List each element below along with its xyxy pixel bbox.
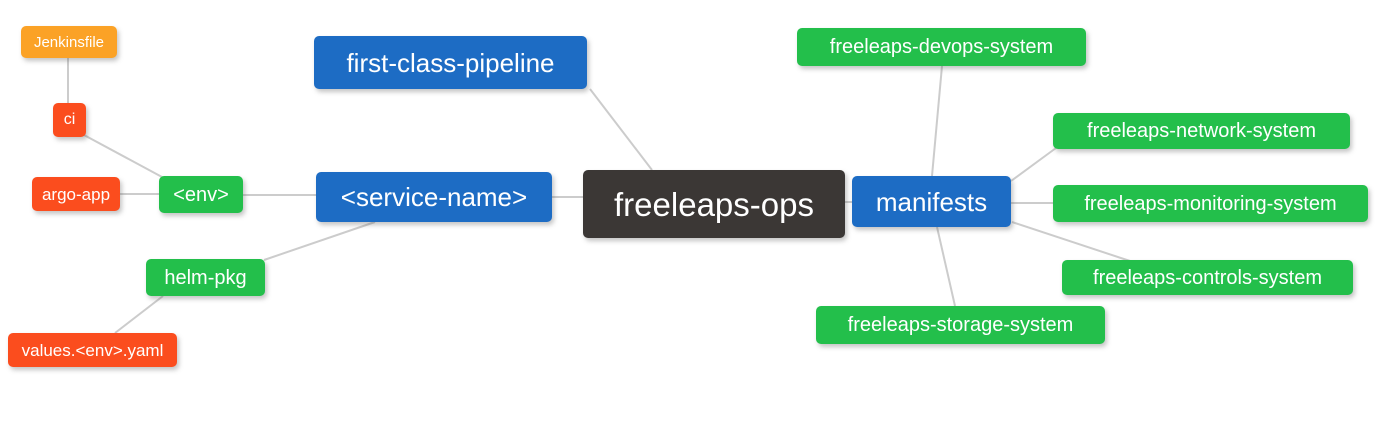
node-freeleaps-network-system[interactable]: freeleaps-network-system bbox=[1053, 113, 1350, 149]
node-freeleaps-storage-system[interactable]: freeleaps-storage-system bbox=[816, 306, 1105, 344]
edge-ci--env bbox=[83, 134, 163, 178]
node-env[interactable]: <env> bbox=[159, 176, 243, 213]
node-freeleaps-devops-system[interactable]: freeleaps-devops-system bbox=[797, 28, 1086, 66]
node-first-class-pipeline[interactable]: first-class-pipeline bbox=[314, 36, 587, 89]
edge-manifests--freeleaps-storage-system bbox=[936, 226, 956, 307]
node-freeleaps-monitoring-system[interactable]: freeleaps-monitoring-system bbox=[1053, 185, 1368, 222]
edge-helm-pkg--values-env-yaml bbox=[114, 295, 164, 334]
edge-manifests--freeleaps-network-system bbox=[1010, 147, 1057, 182]
edge-service-name--helm-pkg bbox=[263, 221, 376, 261]
node-argo-app[interactable]: argo-app bbox=[32, 177, 120, 211]
node-service-name[interactable]: <service-name> bbox=[316, 172, 552, 222]
edge-manifests--freeleaps-devops-system bbox=[931, 65, 943, 177]
edge-first-class-pipeline--freeleaps-ops bbox=[589, 88, 653, 171]
node-helm-pkg[interactable]: helm-pkg bbox=[146, 259, 265, 296]
edge-manifests--freeleaps-controls-system bbox=[1011, 221, 1131, 262]
node-ci[interactable]: ci bbox=[53, 103, 86, 137]
node-freeleaps-ops[interactable]: freeleaps-ops bbox=[583, 170, 845, 238]
node-manifests[interactable]: manifests bbox=[852, 176, 1011, 227]
node-jenkinsfile[interactable]: Jenkinsfile bbox=[21, 26, 117, 58]
node-freeleaps-controls-system[interactable]: freeleaps-controls-system bbox=[1062, 260, 1353, 295]
node-values-env-yaml[interactable]: values.<env>.yaml bbox=[8, 333, 177, 367]
